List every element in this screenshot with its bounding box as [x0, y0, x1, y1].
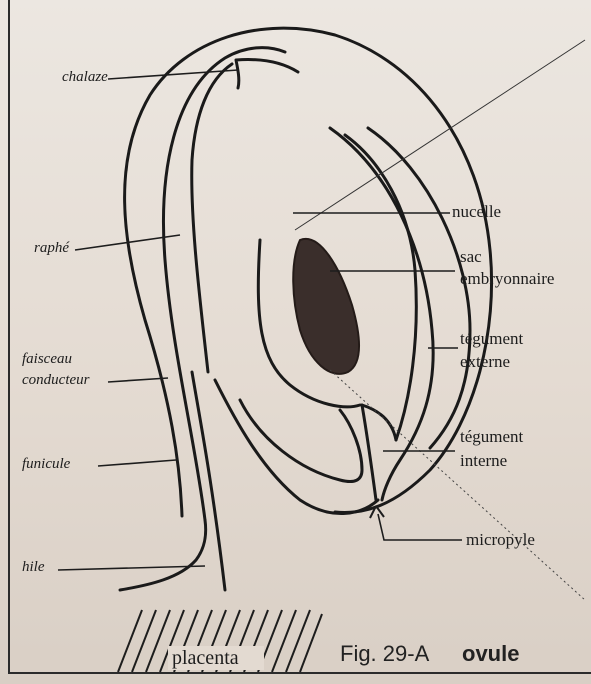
label-faisceau-line1: faisceau: [22, 352, 72, 368]
label-nucelle: nucelle: [452, 203, 501, 221]
leader-micropyle: [378, 514, 462, 540]
embryo-sac: [293, 239, 359, 374]
figure-title: ovule: [462, 642, 519, 665]
leader-faisceau: [108, 378, 168, 382]
figure-number: Fig. 29-A: [340, 642, 429, 665]
label-funicule: funicule: [22, 457, 70, 473]
label-raphe: raphé: [34, 241, 69, 257]
label-faisceau-line2: conducteur: [22, 373, 89, 389]
label-tegument-interne-line2: interne: [460, 452, 507, 470]
label-sac-line1: sac: [460, 248, 482, 266]
label-tegument-interne-line1: tégument: [460, 428, 523, 446]
label-tegument-externe-line2: externe: [460, 353, 510, 371]
label-micropyle: micropyle: [466, 531, 535, 549]
hile-curve: [120, 520, 206, 590]
label-chalaze: chalaze: [62, 70, 108, 86]
leader-funicule: [98, 460, 176, 466]
tegument-interne-bottom: [240, 400, 362, 482]
raphe-outer-wall: [163, 48, 285, 520]
label-tegument-externe-line1: tégument: [460, 330, 523, 348]
label-hile: hile: [22, 560, 45, 576]
micropyle-left: [362, 405, 376, 500]
raphe-inner-wall: [192, 64, 232, 372]
label-placenta: placenta: [172, 648, 239, 669]
label-sac-line2: embryonnaire: [460, 270, 554, 288]
chalaze-mark: [236, 60, 298, 89]
